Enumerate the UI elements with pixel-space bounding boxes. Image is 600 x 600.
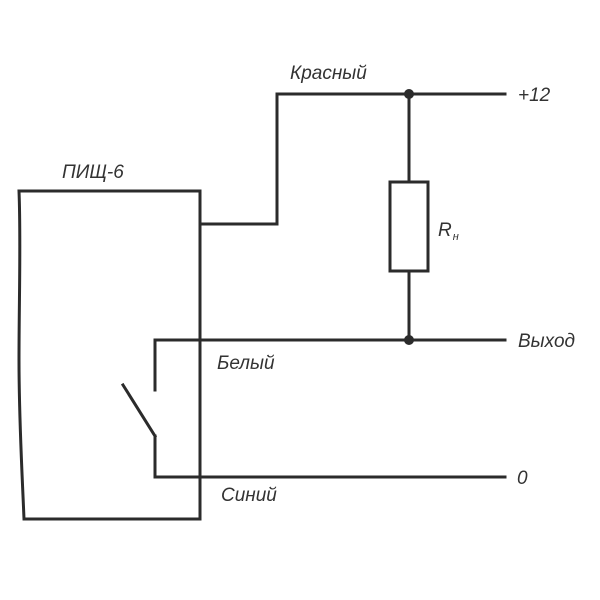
junction-node-output [404, 335, 414, 345]
supply-label: +12 [518, 85, 551, 106]
load-resistor [388, 180, 430, 273]
resistor-label: Rн [438, 220, 459, 243]
output-label: Выход [518, 331, 575, 352]
wire-white [153, 338, 507, 392]
wire-red-label: Красный [290, 63, 367, 84]
junction-node-supply [404, 89, 414, 99]
switch-contact [120, 382, 158, 439]
wire-red [198, 92, 507, 226]
resistor-label-main: R [438, 220, 452, 241]
device-label: ПИЩ-6 [62, 162, 124, 183]
ground-label: 0 [517, 468, 528, 489]
resistor-label-sub: н [453, 231, 459, 243]
wire-white-label: Белый [217, 353, 275, 374]
wire-blue [153, 434, 507, 479]
device-body [17, 189, 202, 521]
wire-blue-label: Синий [221, 485, 277, 506]
